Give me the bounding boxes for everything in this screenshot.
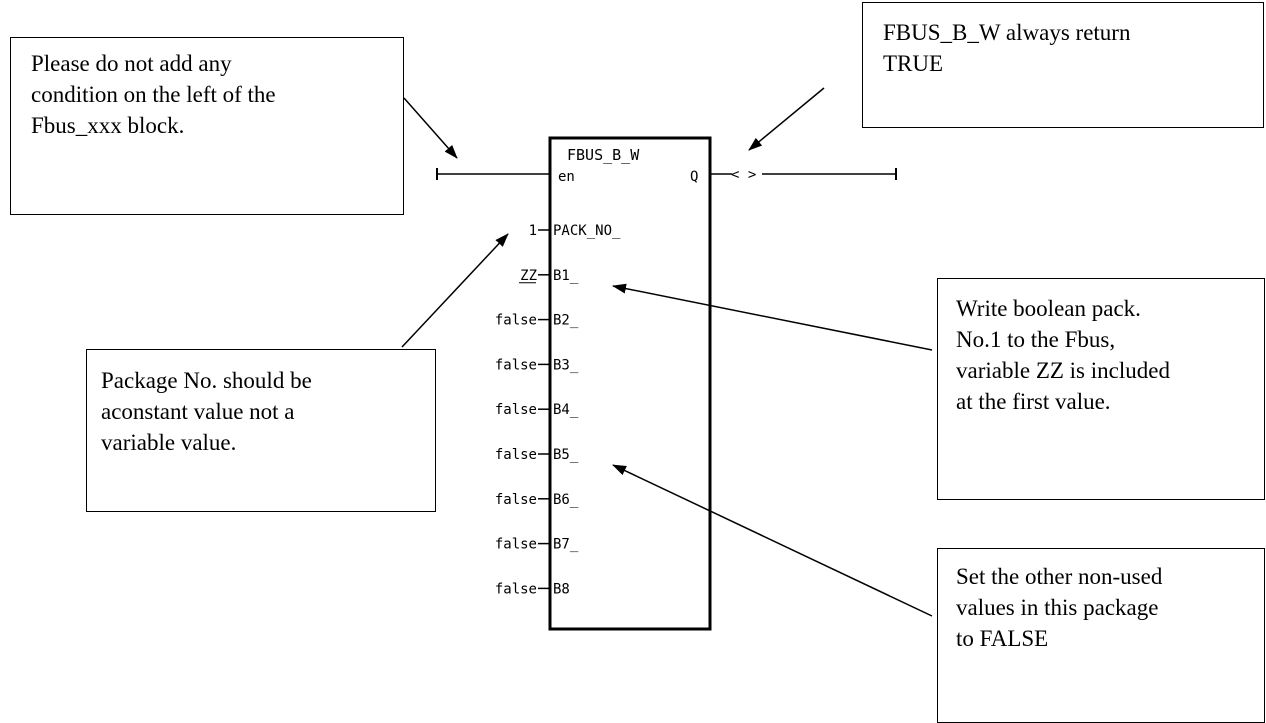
- input-pin-label: B8: [553, 581, 570, 597]
- note-set-false: Set the other non-used values in this pa…: [937, 548, 1265, 723]
- input-value-label: false: [495, 537, 537, 553]
- input-pin-label: PACK_NO_: [553, 223, 621, 239]
- input-value-label: 1: [529, 223, 537, 239]
- input-value-label: false: [495, 581, 537, 597]
- note-line: Please do not add any: [31, 51, 232, 76]
- note-line: at the first value.: [956, 389, 1111, 414]
- input-pin-label: B1_: [553, 268, 579, 284]
- en-pin-label: en: [558, 169, 575, 185]
- input-pin-label: B3_: [553, 357, 579, 373]
- input-pin-label: B4_: [553, 402, 579, 418]
- block-title: FBUS_B_W: [567, 146, 640, 164]
- note-line: variable ZZ is included: [956, 358, 1170, 383]
- q-pin-label: Q: [690, 169, 698, 185]
- input-value-label: ZZ: [520, 268, 537, 284]
- input-value-label: false: [495, 447, 537, 463]
- note-line: No.1 to the Fbus,: [956, 327, 1116, 352]
- note-line: variable value.: [101, 430, 237, 455]
- function-block: [548, 136, 712, 631]
- note-line: Package No. should be: [101, 368, 312, 393]
- input-pin-label: B7_: [553, 537, 579, 553]
- input-pin-label: B6_: [553, 492, 579, 508]
- note-line: values in this package: [956, 595, 1159, 620]
- note-line: Set the other non-used: [956, 564, 1163, 589]
- input-pin-label: B5_: [553, 447, 579, 463]
- arrow-to-pack-no: [401, 233, 509, 348]
- note-package-number: Package No. should be aconstant value no…: [86, 349, 436, 512]
- note-write-boolean-pack: Write boolean pack. No.1 to the Fbus, va…: [937, 278, 1265, 500]
- note-line: condition on the left of the: [31, 82, 276, 107]
- note-fbus-always-true: FBUS_B_W always return TRUE: [862, 2, 1264, 128]
- note-line: aconstant value not a: [101, 399, 295, 424]
- arrow-to-q-output: [748, 87, 825, 151]
- input-value-label: false: [495, 313, 537, 329]
- note-line: Write boolean pack.: [956, 296, 1141, 321]
- arrow-to-b5: [612, 464, 933, 617]
- input-value-label: false: [495, 402, 537, 418]
- input-pin-label: B2_: [553, 313, 579, 329]
- note-left-condition: Please do not add any condition on the l…: [10, 37, 404, 215]
- arrow-to-left-rung: [403, 97, 458, 159]
- note-line: to FALSE: [956, 626, 1049, 651]
- note-line: Fbus_xxx block.: [31, 113, 185, 138]
- input-value-label: false: [495, 357, 537, 373]
- note-line: FBUS_B_W always return: [883, 20, 1131, 45]
- coil-symbol: < >: [731, 167, 756, 183]
- note-line: TRUE: [883, 51, 944, 76]
- input-value-label: false: [495, 492, 537, 508]
- arrow-to-b1: [612, 283, 933, 351]
